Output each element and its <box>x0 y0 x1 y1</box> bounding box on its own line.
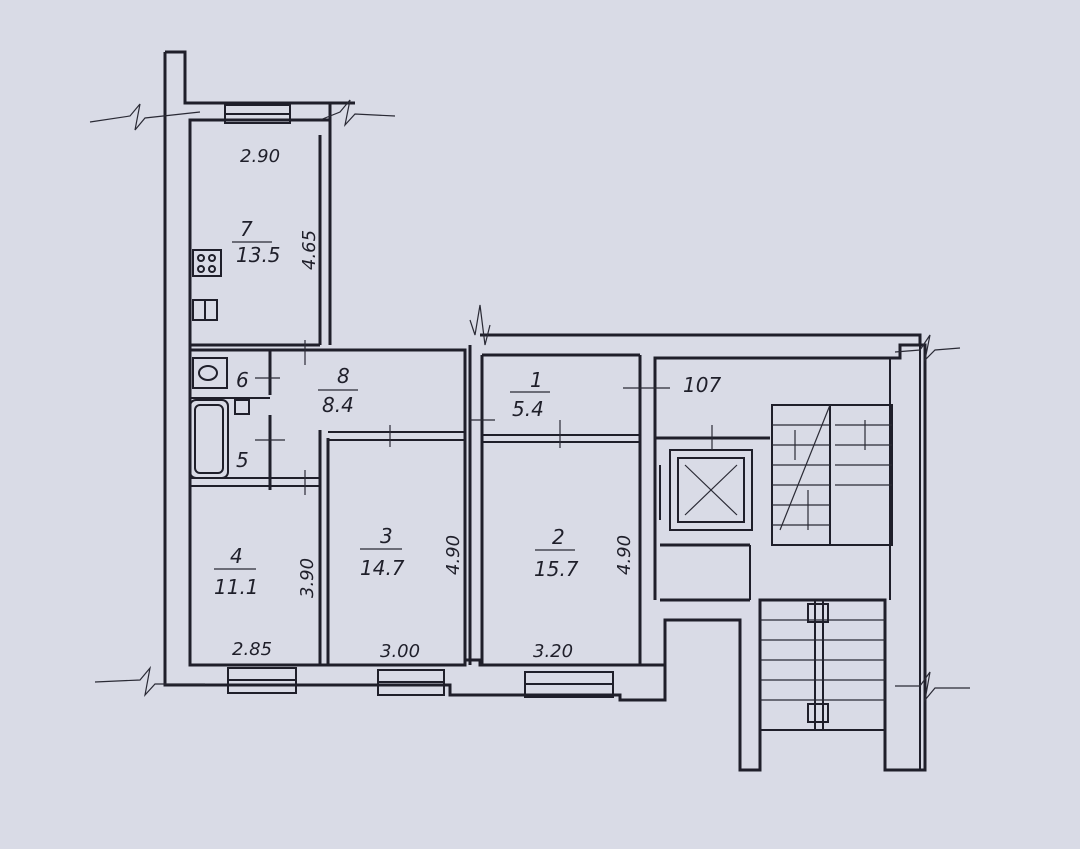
room-1-number: 1 <box>530 368 543 392</box>
kitchen-width-dim: 2.90 <box>240 146 280 167</box>
elevator-shaft <box>659 425 753 531</box>
room4-depth-dim: 3.90 <box>297 558 318 598</box>
room-1-area: 5.4 <box>512 397 544 421</box>
room-2-number: 2 <box>552 525 565 549</box>
room-7-area: 13.5 <box>236 243 281 267</box>
windows <box>224 104 614 698</box>
interior-walls <box>190 343 891 665</box>
staircase <box>759 404 893 731</box>
break-lines <box>89 99 970 703</box>
room-5-number: 5 <box>236 448 249 472</box>
room-8-area: 8.4 <box>322 393 354 417</box>
room-4-area: 11.1 <box>214 575 259 599</box>
room-3-area: 14.7 <box>360 556 405 580</box>
stove-burner-icon <box>197 254 205 262</box>
room-6-number: 6 <box>236 368 249 392</box>
room4-width-dim: 2.85 <box>232 639 272 660</box>
room-labels: 7 13.5 8 8.4 6 5 1 5.4 2 15.7 3 14.7 4 1… <box>214 217 721 599</box>
room2-width-dim: 3.20 <box>533 641 573 662</box>
kitchen-depth-dim: 4.65 <box>299 230 320 270</box>
fixtures <box>189 249 250 479</box>
stove-burner-icon <box>208 254 216 262</box>
room-8-number: 8 <box>337 364 350 388</box>
landing-label: 107 <box>683 373 721 397</box>
room-3-number: 3 <box>380 524 393 548</box>
room-7-number: 7 <box>240 217 253 241</box>
room3-width-dim: 3.00 <box>380 641 420 662</box>
stove-icon <box>192 249 222 277</box>
dimension-labels: 2.90 4.65 3.90 2.85 4.90 3.00 4.90 3.20 <box>232 146 635 662</box>
room3-depth-dim: 4.90 <box>443 535 464 575</box>
bathtub-icon <box>189 399 229 479</box>
room2-depth-dim: 4.90 <box>614 535 635 575</box>
door-marks <box>255 340 670 495</box>
washbasin-icon <box>234 399 250 415</box>
toilet-icon <box>192 357 228 389</box>
exterior-walls <box>163 50 927 772</box>
room-4-number: 4 <box>230 544 243 568</box>
toilet-bowl-icon <box>198 365 218 381</box>
stove-burner-icon <box>197 265 205 273</box>
room-2-area: 15.7 <box>534 557 579 581</box>
stove-burner-icon <box>208 265 216 273</box>
